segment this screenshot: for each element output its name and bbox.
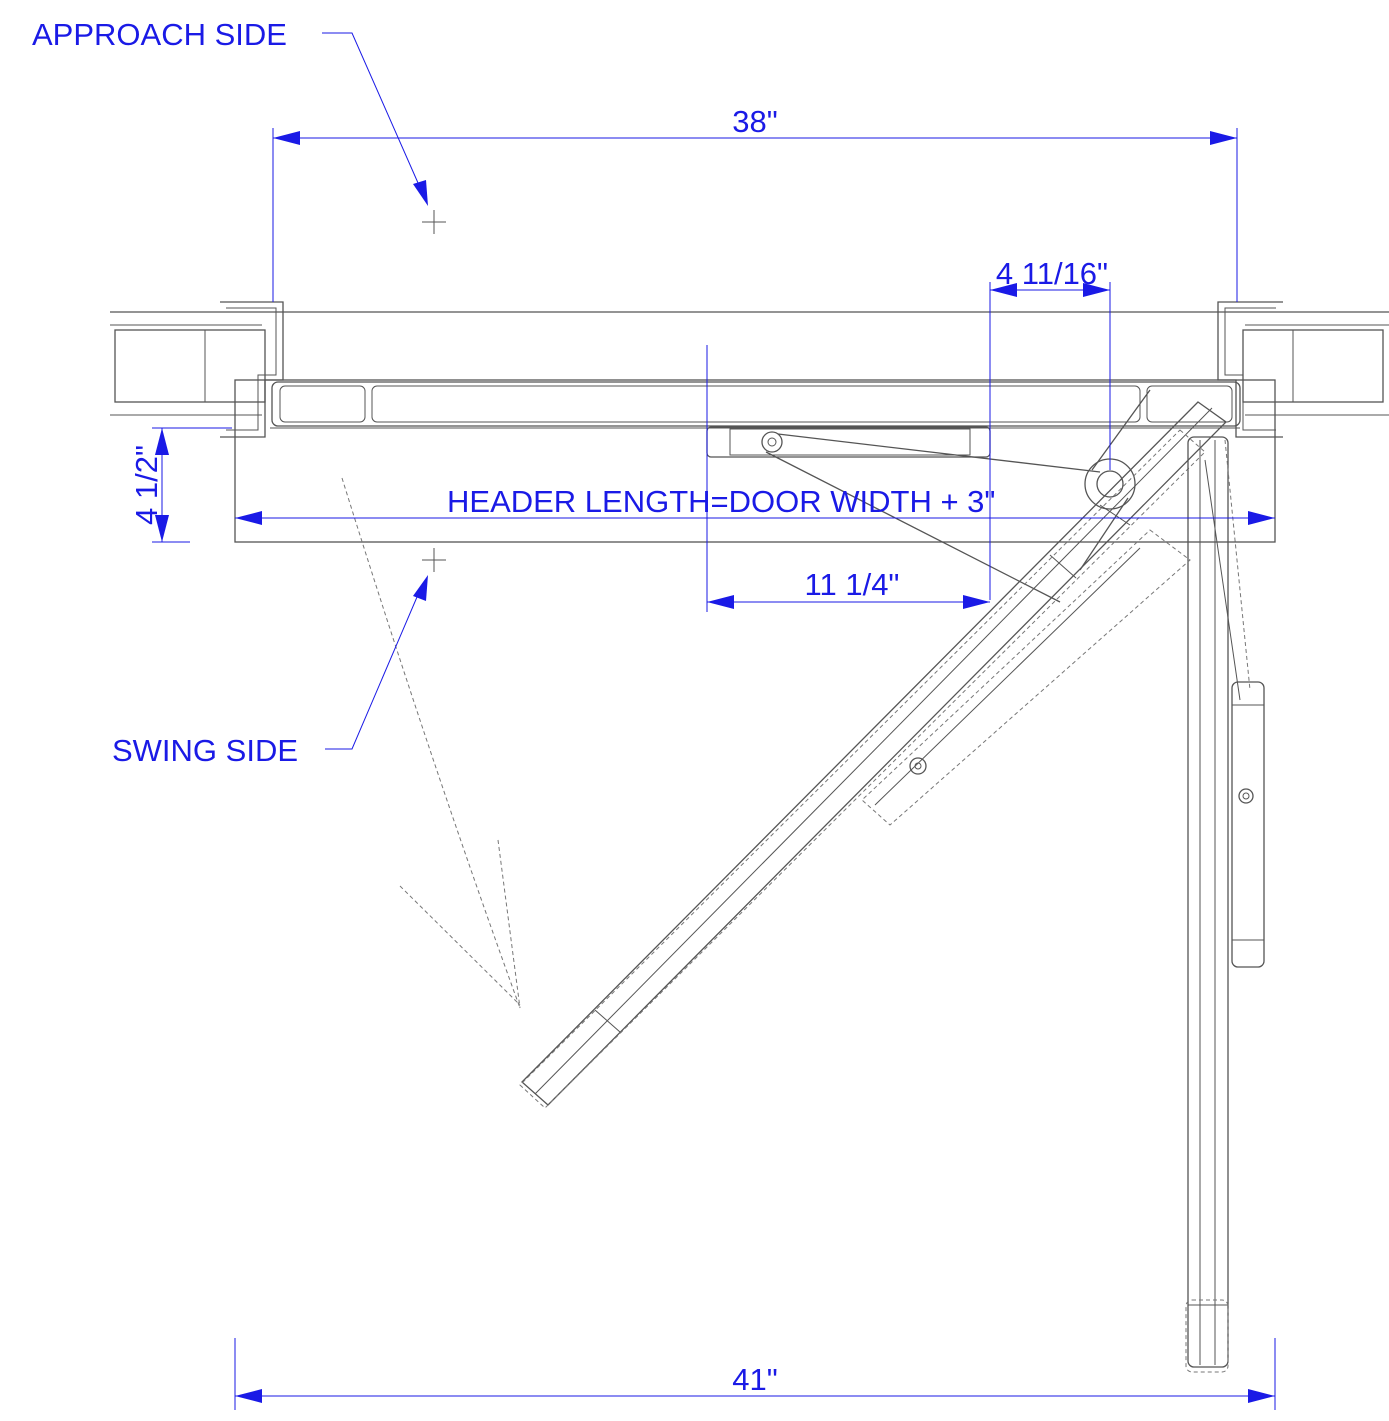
dimension-41 (234, 1338, 1276, 1410)
swing-arc (341, 477, 521, 1009)
dimension-38-label: 38" (732, 104, 778, 139)
secondary-arm (861, 529, 1191, 826)
dimension-header-length (235, 511, 1275, 525)
dimension-4-11-16 (989, 282, 1111, 600)
dimension-4-11-16-label: 4 11/16" (996, 256, 1108, 291)
right-jamb (1217, 301, 1384, 438)
dimension-38 (272, 128, 1238, 302)
dimension-41-label: 41" (732, 1362, 778, 1397)
center-marks (422, 210, 446, 572)
left-jamb (114, 301, 284, 438)
dimension-11-1-4-label: 11 1/4" (805, 567, 900, 602)
header-length-label: HEADER LENGTH=DOOR WIDTH + 3" (447, 484, 995, 519)
door-open-vertical (1185, 436, 1265, 1373)
swing-side-label: SWING SIDE (112, 733, 298, 768)
dimension-11-1-4 (706, 345, 990, 612)
door-open-diagonal (519, 401, 1227, 1109)
leader-approach-side (322, 32, 428, 206)
approach-side-label: APPROACH SIDE (32, 17, 287, 52)
dimension-header-depth (152, 427, 232, 543)
leader-swing-side (325, 575, 428, 750)
dimension-header-depth-label: 4 1/2" (129, 445, 164, 525)
